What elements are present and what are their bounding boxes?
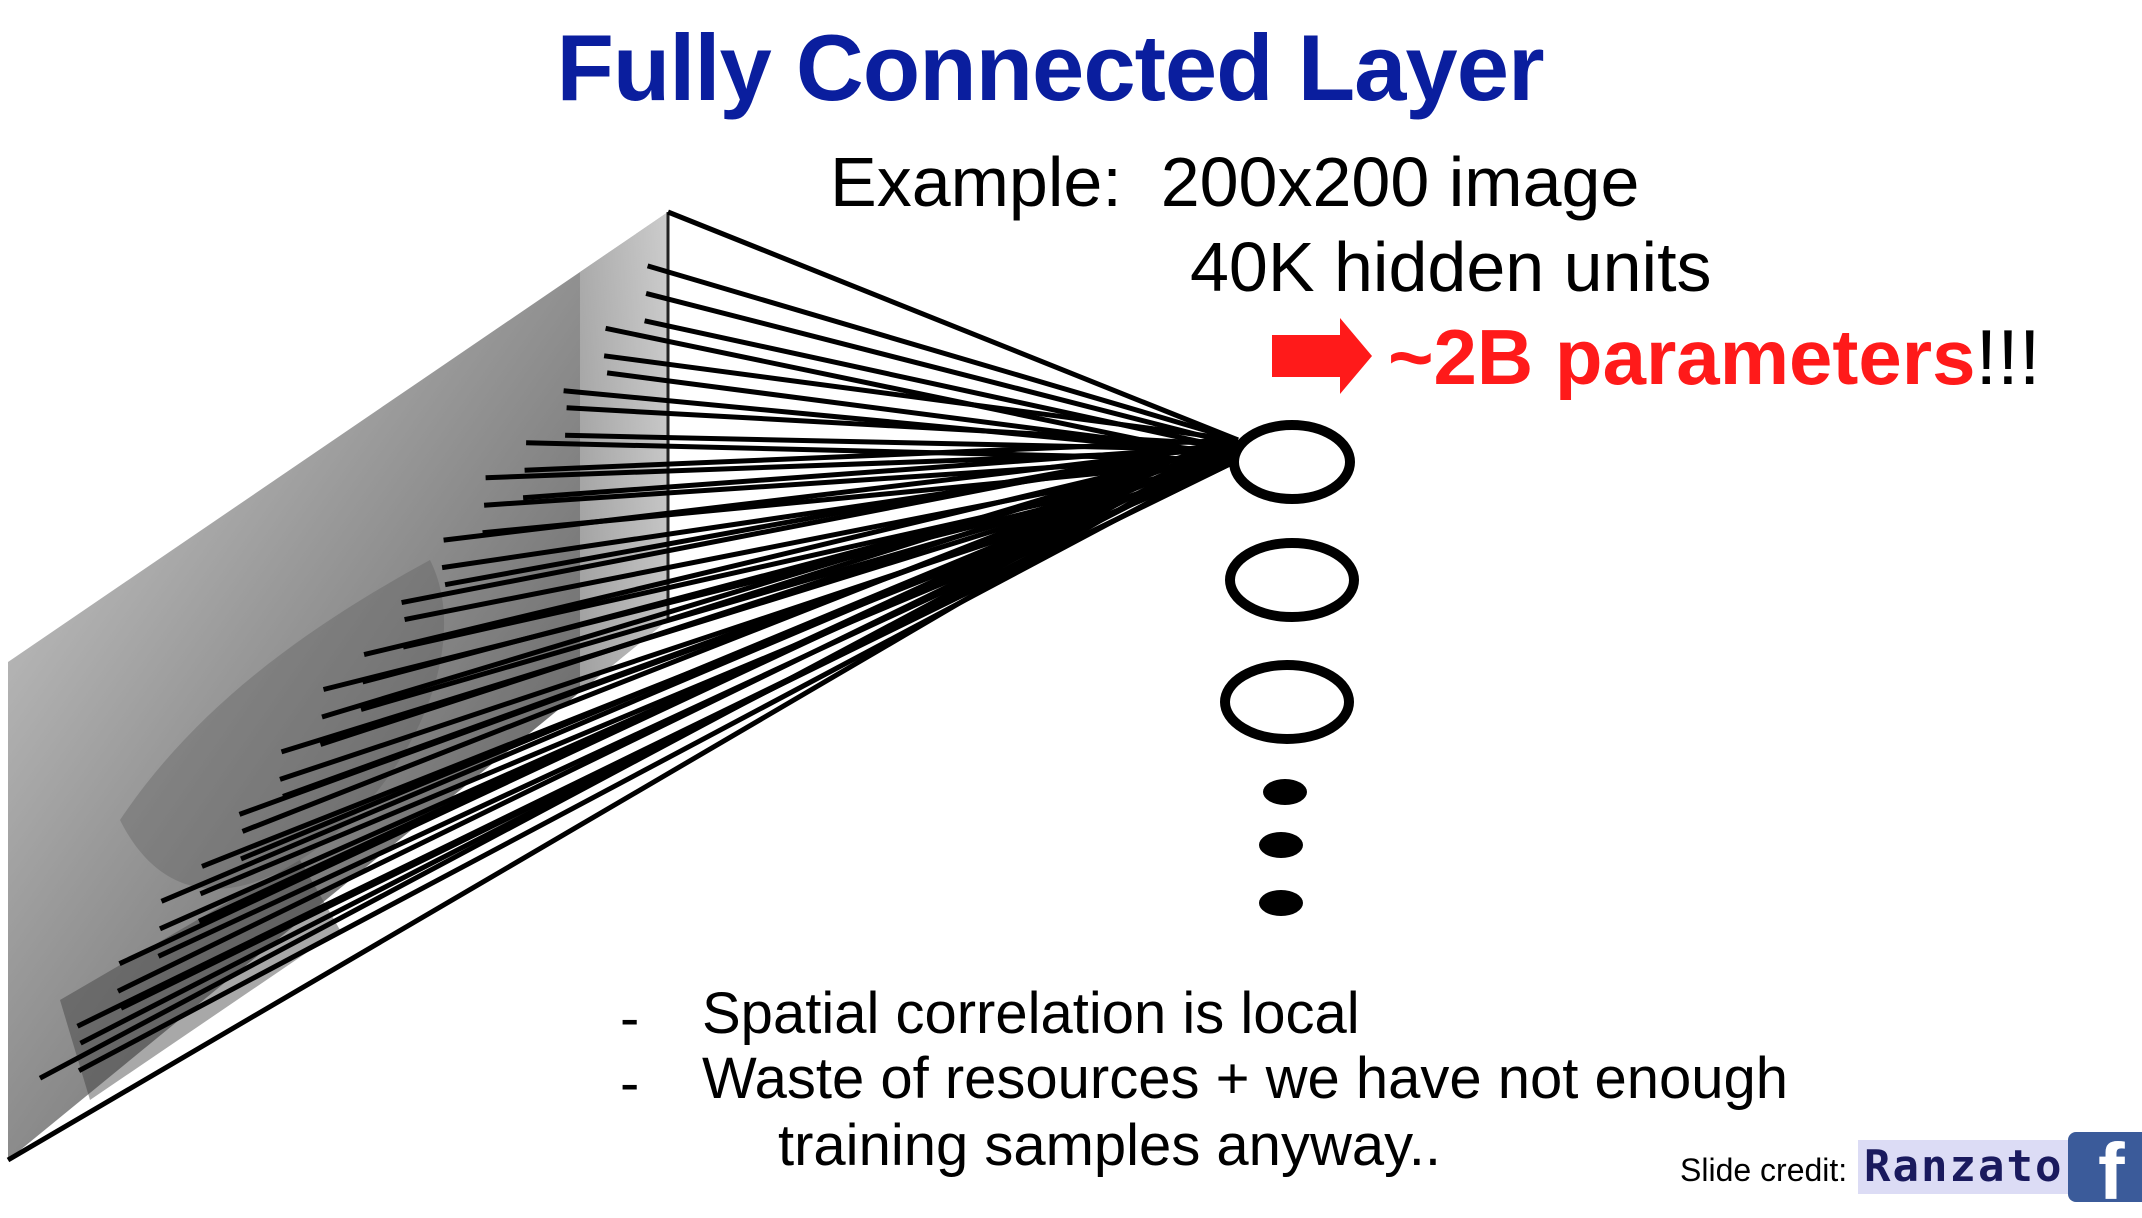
connection-line xyxy=(116,442,1240,994)
example-hidden-units: 40K hidden units xyxy=(1190,228,1712,306)
connection-line xyxy=(6,437,1240,1163)
connection-line xyxy=(667,437,1239,623)
connection-line xyxy=(645,290,1239,448)
connection-line xyxy=(443,442,1239,543)
connection-line xyxy=(566,405,1239,448)
bullet-marker: - xyxy=(620,986,640,1051)
connection-line xyxy=(565,432,1239,453)
parameter-count-suffix: !!! xyxy=(1975,313,2041,401)
connection-line xyxy=(238,447,1239,817)
connection-line xyxy=(77,452,1240,1073)
bullet-spatial-correlation: Spatial correlation is local xyxy=(702,981,1360,1046)
ellipsis-dot xyxy=(1263,779,1307,805)
connection-line xyxy=(160,442,1239,904)
connection-line xyxy=(667,209,1239,443)
hidden-unit xyxy=(1229,420,1355,504)
connection-line xyxy=(441,447,1239,571)
bullet-continuation: training samples anyway.. xyxy=(778,1113,1442,1178)
connection-line xyxy=(241,437,1239,834)
connection-line xyxy=(646,263,1239,443)
parameter-count-text: ~2B parameters xyxy=(1388,313,1976,401)
connection-line xyxy=(363,442,1239,658)
bullet-marker: - xyxy=(620,1051,640,1116)
facebook-icon: f xyxy=(2068,1127,2142,1216)
connection-line xyxy=(485,447,1239,481)
slide-title: Fully Connected Layer xyxy=(556,15,1544,120)
ellipsis-dot xyxy=(1259,890,1303,916)
connection-line xyxy=(524,437,1239,473)
bullet-waste-of-resources: Waste of resources + we have not enough xyxy=(702,1046,1788,1111)
slide-credit-label: Slide credit: xyxy=(1680,1152,1848,1188)
parameter-count: ~2B parameters!!! xyxy=(1388,312,2041,403)
ellipsis-dot xyxy=(1259,832,1303,858)
hidden-unit xyxy=(1225,538,1359,622)
example-image-size: Example: 200x200 image xyxy=(830,143,1640,221)
hidden-unit xyxy=(1220,660,1354,744)
connection-line xyxy=(158,447,1240,932)
connection-line xyxy=(118,437,1240,966)
connection-line xyxy=(401,437,1239,606)
slide-credit-name: Ranzato xyxy=(1858,1140,2070,1194)
right-arrow-icon xyxy=(1272,318,1372,394)
connection-line xyxy=(603,353,1239,443)
connection-line xyxy=(38,437,1240,1081)
connection-lines xyxy=(6,209,1240,1163)
